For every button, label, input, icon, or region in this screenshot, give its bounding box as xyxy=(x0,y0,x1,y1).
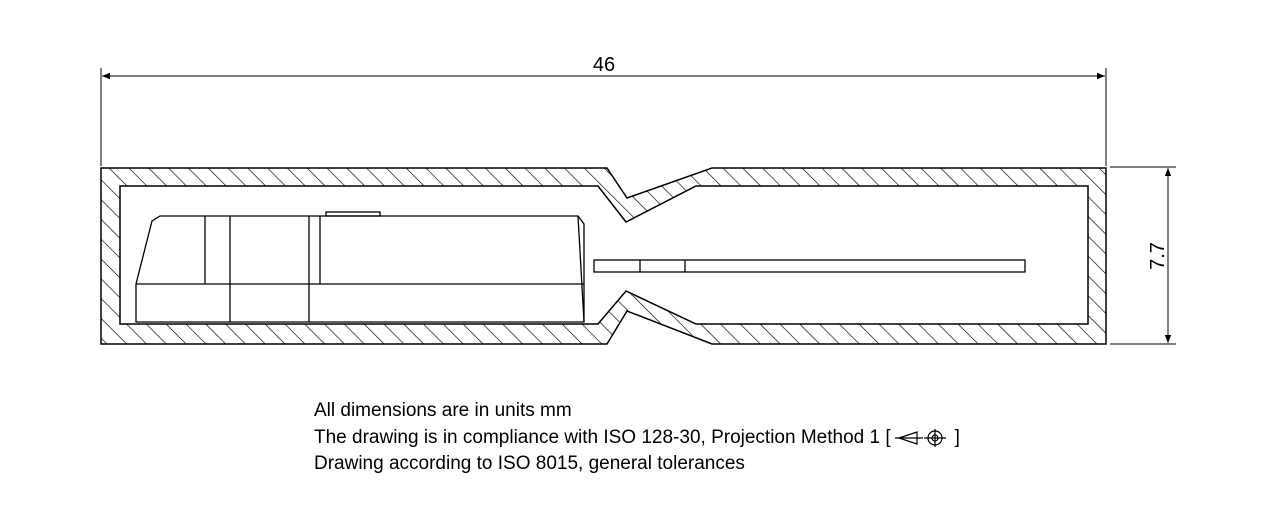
height-dimension: 7.7 xyxy=(1110,166,1176,345)
contact-housing-segment xyxy=(577,215,585,323)
note-projection: The drawing is in compliance with ISO 12… xyxy=(314,425,960,452)
contact-latch xyxy=(325,211,381,217)
sleeve-wall-hatched xyxy=(100,167,1107,345)
length-dimension-text: 46 xyxy=(593,54,615,76)
note-units: All dimensions are in units mm xyxy=(314,400,572,421)
contact-pin xyxy=(593,259,1026,273)
first-angle-projection-symbol-icon xyxy=(894,428,946,447)
contact-housing-outline xyxy=(135,215,585,323)
note-projection-prefix: The drawing is in compliance with ISO 12… xyxy=(314,426,891,448)
height-dimension-text: 7.7 xyxy=(1147,242,1169,270)
contact-body xyxy=(135,211,1026,323)
note-tolerances: Drawing according to ISO 8015, general t… xyxy=(314,453,745,474)
note-projection-suffix: ] xyxy=(954,426,960,448)
length-dimension: 46 xyxy=(100,54,1107,166)
drawing-notes: All dimensions are in units mm The drawi… xyxy=(314,398,960,478)
